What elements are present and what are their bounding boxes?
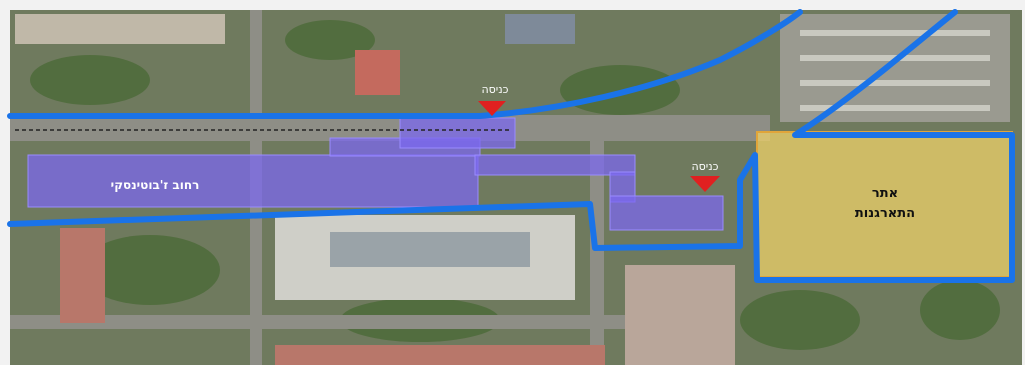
roads	[10, 10, 770, 365]
entrance-label-1: כניסה	[481, 83, 509, 96]
staging-area-box	[756, 131, 1013, 278]
entrance-label-2: כניסה	[691, 160, 719, 173]
route-lines	[7, 9, 1015, 283]
work-zone	[27, 117, 724, 231]
entrance-marker-1	[478, 101, 506, 116]
buildings	[15, 14, 735, 365]
entrance-marker-2	[690, 176, 720, 192]
staging-area-line2: התארגנות	[854, 206, 916, 221]
staging-area-label: אתר התארגנות	[840, 184, 930, 224]
street-label: רחוב ז'בוטינסקי	[110, 178, 200, 192]
staging-area-line1: אתר	[871, 186, 899, 201]
